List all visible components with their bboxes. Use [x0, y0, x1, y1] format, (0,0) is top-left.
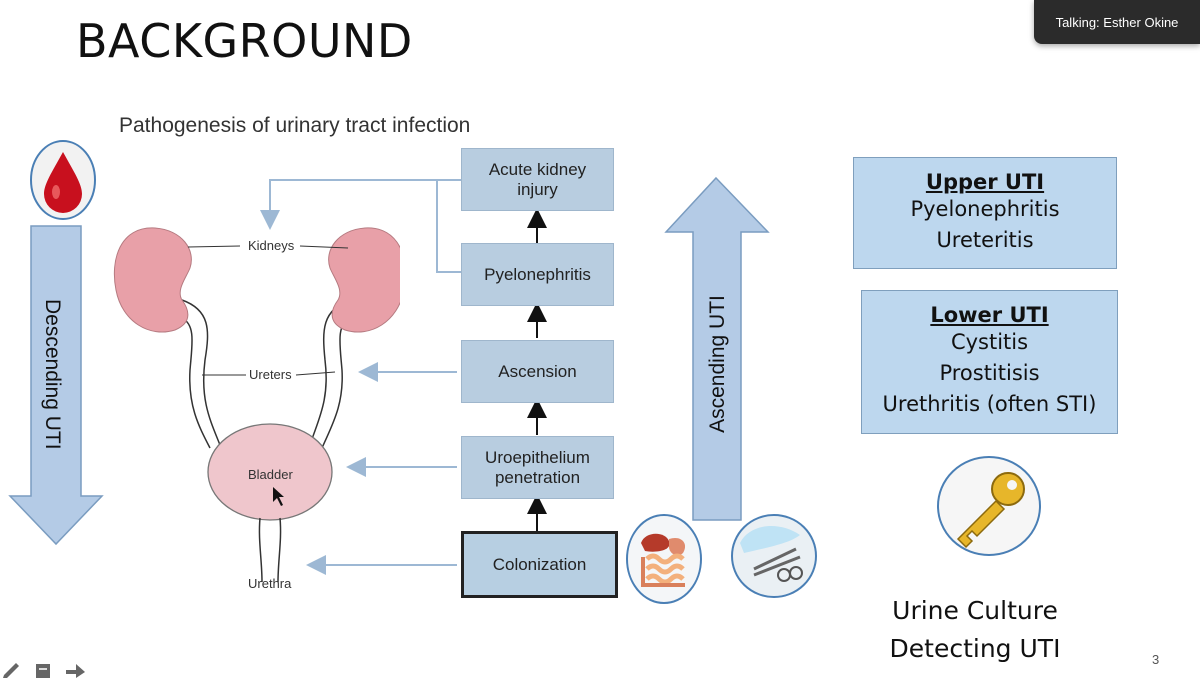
pyelonephritis-text: Pyelonephritis: [484, 264, 591, 284]
ascension-text: Ascension: [498, 361, 577, 381]
colonization-box: Colonization: [461, 531, 618, 598]
forward-arrow-icon[interactable]: [64, 660, 86, 678]
descending-arrow: [8, 225, 104, 546]
blood-drop-icon: [30, 140, 96, 220]
lower-uti-title: Lower UTI: [930, 303, 1049, 327]
lower-uti-box: Lower UTI Cystitis Prostitisis Urethriti…: [861, 290, 1118, 434]
ascending-arrow: [664, 176, 770, 521]
uroepithelium-text: Uroepithelium penetration: [485, 447, 590, 487]
bladder-label: Bladder: [248, 467, 293, 482]
upper-uti-title: Upper UTI: [925, 170, 1045, 194]
talking-indicator: Talking: Esther Okine: [1034, 0, 1200, 44]
colonization-text: Colonization: [492, 554, 587, 574]
pen-icon[interactable]: [0, 660, 22, 678]
ureters-label: Ureters: [249, 367, 292, 382]
lower-uti-item: Cystitis: [950, 330, 1029, 354]
slide-title: BACKGROUND: [76, 14, 413, 68]
ascending-uti-label: Ascending UTI: [706, 295, 729, 433]
caption-line: Detecting UTI: [889, 634, 1061, 663]
pyelonephritis-box: Pyelonephritis: [461, 243, 614, 306]
key-icon: [937, 456, 1041, 556]
acute-kidney-injury-text: Acute kidney injury: [488, 159, 587, 199]
medical-instruments-icon: [731, 514, 817, 598]
urethra-label: Urethra: [248, 576, 292, 591]
urine-culture-caption: Urine Culture Detecting UTI: [880, 592, 1070, 668]
urinary-anatomy-diagram: [113, 227, 400, 583]
presenter-toolbar: [0, 660, 86, 678]
caption-line: Urine Culture: [892, 596, 1058, 625]
page-number: 3: [1152, 652, 1160, 667]
diagram-subtitle: Pathogenesis of urinary tract infection: [119, 114, 471, 137]
kidneys-label: Kidneys: [248, 238, 295, 253]
upper-uti-item: Ureteritis: [936, 228, 1034, 252]
uroepithelium-box: Uroepithelium penetration: [461, 436, 614, 499]
ascension-box: Ascension: [461, 340, 614, 403]
upper-uti-box: Upper UTI Pyelonephritis Ureteritis: [853, 157, 1117, 269]
lower-uti-item: Prostitisis: [939, 361, 1040, 385]
lower-uti-item: Urethritis (often STI): [882, 392, 1097, 416]
upper-uti-item: Pyelonephritis: [910, 197, 1060, 221]
digestive-system-icon: [626, 514, 702, 604]
notes-icon[interactable]: [32, 660, 54, 678]
acute-kidney-injury-box: Acute kidney injury: [461, 148, 614, 211]
